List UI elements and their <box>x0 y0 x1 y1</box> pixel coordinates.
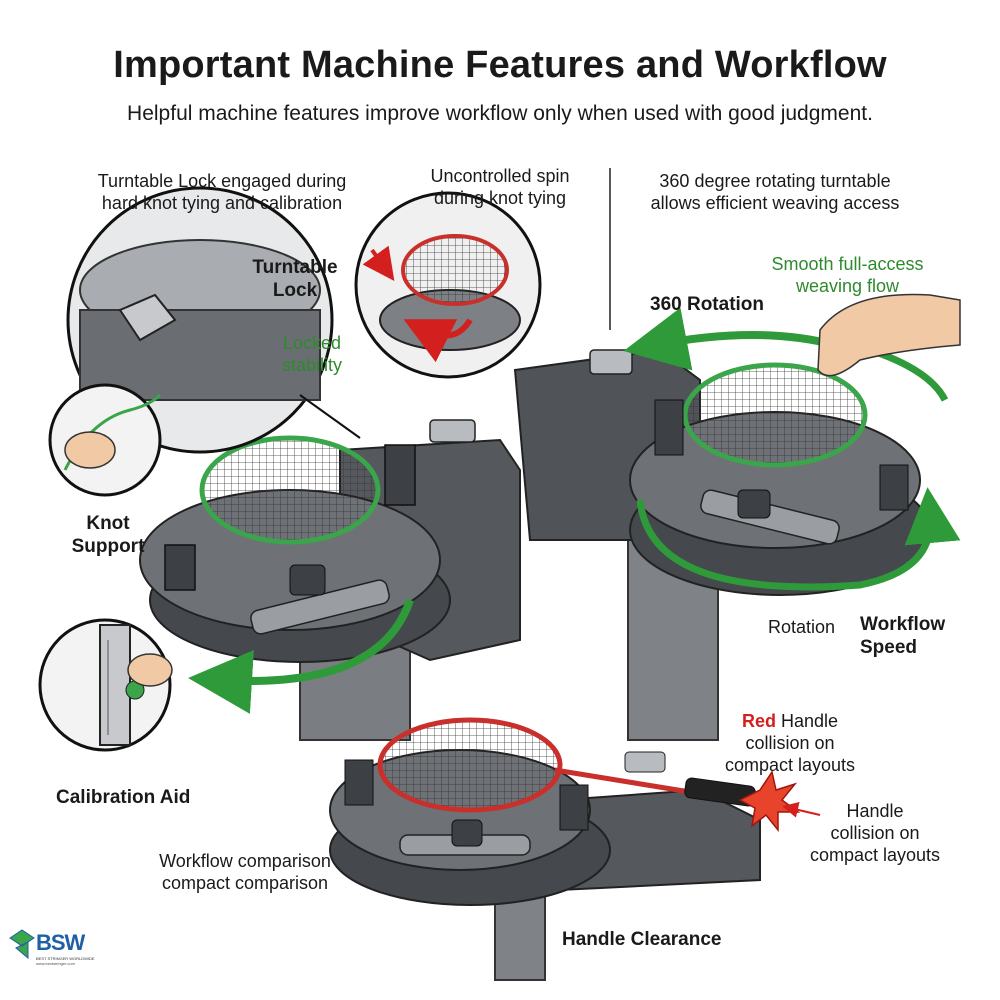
red-handle-word: Handle <box>780 711 839 731</box>
right-stringing-machine <box>513 293 961 741</box>
handle-collision-line-3: compact layouts <box>809 845 941 865</box>
turntable-lock-line-1: Turntable <box>252 257 338 278</box>
right-mount-post-left <box>654 399 684 456</box>
knot-support-label: Knot Support <box>58 512 158 558</box>
uncontrolled-spin-line-2: during knot tying <box>433 188 567 208</box>
bsw-logo-text: BSW <box>36 930 85 955</box>
page-title: Important Machine Features and Workflow <box>113 44 887 86</box>
rotation-360-label: 360 Rotation <box>650 294 765 315</box>
left-clamp <box>289 564 326 596</box>
left-green-rotation-arrow <box>188 598 414 714</box>
bsw-logo-tagline: BEST STRINGER WORLDWIDE <box>36 956 95 961</box>
workflow-comparison-line-2: compact comparison <box>161 873 329 893</box>
bottom-lock-lever <box>624 751 666 773</box>
knot-support-line-1: Knot <box>86 513 130 534</box>
uncontrolled-spin-caption: Uncontrolled spin during knot tying <box>400 165 600 209</box>
collision-burst <box>738 770 801 833</box>
right-flow-arc <box>868 346 949 402</box>
workflow-speed-label: Workflow Speed <box>860 613 945 659</box>
workflow-comparison-label: Workflow comparison compact comparison <box>140 850 350 894</box>
workflow-speed-line-2: Speed <box>860 637 918 658</box>
left-mount-post-left <box>164 544 196 591</box>
collision-arrow <box>782 802 821 818</box>
handle-clearance-label: Handle Clearance <box>562 929 722 950</box>
bsw-logo-mark <box>9 929 35 960</box>
knot-support-zoom <box>48 383 162 497</box>
uncontrolled-spin-line-1: Uncontrolled spin <box>430 166 570 186</box>
locked-stability-label: Locked stability <box>272 332 352 376</box>
uncontrolled-spin-zoom <box>354 191 542 379</box>
bottom-racket-head <box>377 717 563 813</box>
bottom-mount-post-right <box>559 784 589 831</box>
smooth-flow-line-1: Smooth full-access <box>771 254 924 274</box>
bottom-racket-shaft <box>554 767 691 795</box>
handle-collision-label: Handle collision on compact layouts <box>800 800 950 866</box>
turntable-lock-label: Turntable Lock <box>240 256 350 302</box>
red-handle-line-3: compact layouts <box>724 755 856 775</box>
turntable-lock-line-2: Lock <box>272 280 318 301</box>
left-panel-caption: Turntable Lock engaged during hard knot … <box>62 170 382 214</box>
right-racket-head <box>682 362 868 468</box>
locked-stability-line-2: stability <box>281 355 343 375</box>
left-stringing-machine <box>139 419 521 741</box>
right-caption-line-2: allows efficient weaving access <box>650 193 900 213</box>
smooth-flow-line-2: weaving flow <box>795 276 900 296</box>
handle-collision-line-2: collision on <box>830 823 920 843</box>
bsw-logo: BSW BEST STRINGER WORLDWIDE www.beststri… <box>36 930 95 966</box>
left-caption-line-1: Turntable Lock engaged during <box>97 171 347 191</box>
left-mount-post-right <box>384 444 416 506</box>
locked-stability-line-1: Locked <box>282 333 342 353</box>
rotation-label: Rotation <box>768 617 836 637</box>
right-clamp <box>737 489 771 519</box>
left-racket-head <box>199 435 381 545</box>
right-slide-rail <box>700 489 840 545</box>
bottom-stringing-machine <box>329 717 821 981</box>
workflow-speed-line-1: Workflow <box>860 614 946 635</box>
workflow-comparison-line-1: Workflow comparison <box>159 851 331 871</box>
bsw-logo-url: www.beststringer.com <box>36 961 75 966</box>
right-caption-line-1: 360 degree rotating turntable <box>659 171 891 191</box>
weaving-hand <box>817 293 961 377</box>
handle-collision-line-1: Handle <box>846 801 904 821</box>
turntable-lock-zoom <box>66 186 334 454</box>
red-word: Red <box>741 711 776 731</box>
calibration-zoom <box>38 618 173 752</box>
bottom-mount-post-left <box>344 759 374 806</box>
right-bottom-rotation-arrow <box>636 487 961 591</box>
bottom-clamp <box>451 819 483 847</box>
right-top-rotation-arrow <box>623 307 837 371</box>
left-lock-lever <box>429 419 476 443</box>
left-caption-line-2: hard knot tying and calibration <box>101 193 343 213</box>
red-handle-collision-label: Red Handle collision on compact layouts <box>690 710 890 776</box>
red-handle-line-2: collision on <box>745 733 835 753</box>
right-lock-lever <box>589 349 633 375</box>
smooth-flow-label: Smooth full-access weaving flow <box>760 253 935 297</box>
red-handle-line-1: Red Handle <box>690 710 890 732</box>
page-subtitle: Helpful machine features improve workflo… <box>127 102 873 125</box>
right-mount-post-right <box>879 464 909 511</box>
right-panel-caption: 360 degree rotating turntable allows eff… <box>625 170 925 214</box>
calibration-aid-label: Calibration Aid <box>56 787 191 808</box>
knot-support-line-2: Support <box>71 536 145 557</box>
